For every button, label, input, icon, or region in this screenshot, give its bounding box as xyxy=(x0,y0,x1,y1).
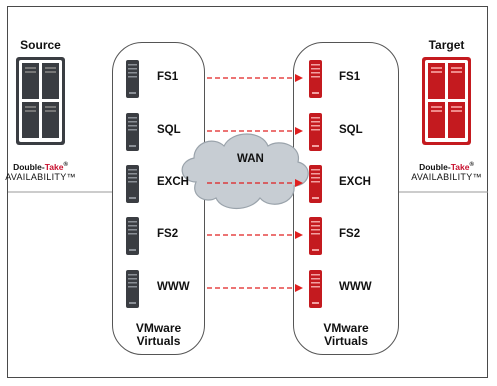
source-server-label: FS1 xyxy=(157,71,179,83)
target-vm-server-icon xyxy=(309,60,322,98)
source-server-label: WWW xyxy=(157,281,190,293)
source-vm-server-icon xyxy=(126,217,139,255)
target-group-line1: VMware xyxy=(323,321,369,335)
source-brand-mark: ® xyxy=(63,162,68,168)
wan-label: WAN xyxy=(237,153,264,165)
target-server-label: FS2 xyxy=(339,228,361,240)
target-brand-mark: ® xyxy=(469,162,474,168)
target-server-label: WWW xyxy=(339,281,372,293)
source-vm-server-icon xyxy=(126,113,139,151)
source-server-label: EXCH xyxy=(157,176,189,188)
source-vm-server-icon xyxy=(126,270,139,308)
source-brand-part1: Double- xyxy=(13,161,45,172)
target-group-line2: Virtuals xyxy=(324,334,368,348)
source-brand-logo: Double-Take® AVAILABILITY™ xyxy=(5,160,76,182)
source-vm-server-icon xyxy=(126,60,139,98)
target-brand-logo: Double-Take® AVAILABILITY™ xyxy=(410,160,483,182)
source-server-label: SQL xyxy=(157,124,181,136)
target-title: Target xyxy=(428,38,465,52)
target-brand-sub: AVAILABILITY™ xyxy=(411,171,482,182)
target-group-label: VMware Virtuals xyxy=(293,322,399,348)
source-group-line2: Virtuals xyxy=(136,334,181,348)
target-vm-server-icon xyxy=(309,270,322,308)
target-vm-server-icon xyxy=(309,165,322,203)
target-server-label: FS1 xyxy=(339,71,361,83)
source-group-label: VMware Virtuals xyxy=(112,322,205,348)
source-server-label: FS2 xyxy=(157,228,179,240)
source-brand-sub: AVAILABILITY™ xyxy=(5,171,76,182)
source-group-line1: VMware xyxy=(135,321,182,335)
source-vm-server-icon xyxy=(126,165,139,203)
source-title: Source xyxy=(20,38,61,52)
target-vm-server-icon xyxy=(309,217,322,255)
target-brand-part2: Take xyxy=(450,161,470,172)
target-brand-part1: Double- xyxy=(419,161,451,172)
source-brand-part2: Take xyxy=(44,161,64,172)
target-server-label: SQL xyxy=(339,124,363,136)
target-vm-server-icon xyxy=(309,113,322,151)
target-server-label: EXCH xyxy=(339,176,371,188)
